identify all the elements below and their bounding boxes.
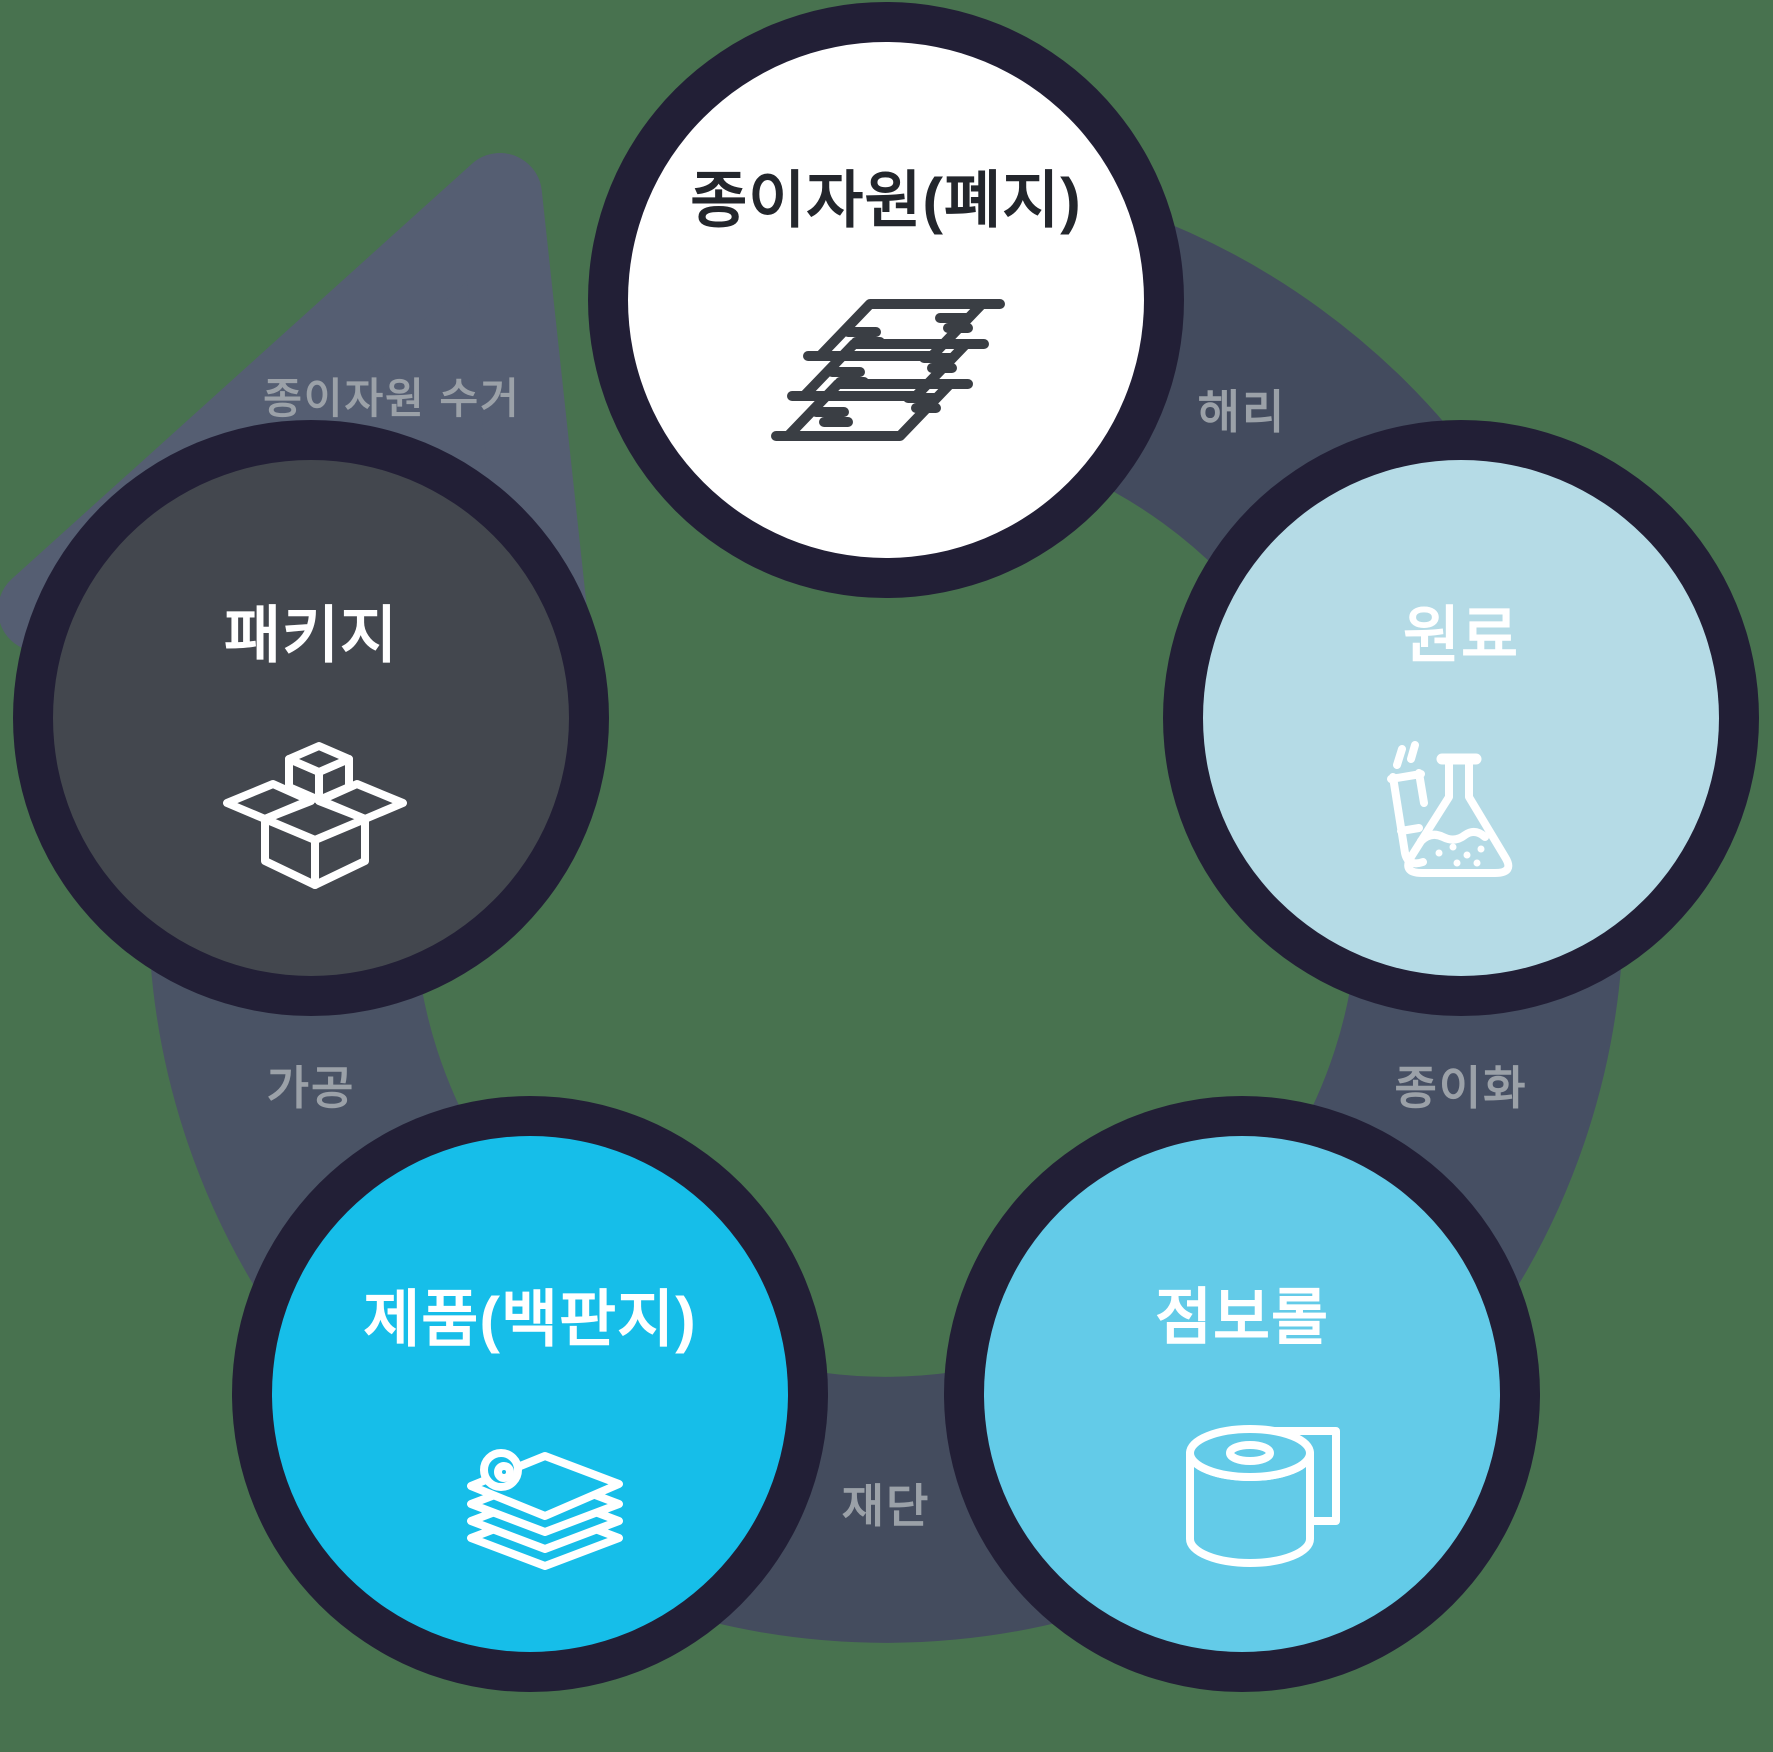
node-product: 제품(백판지) (272, 1136, 788, 1652)
step-label-dissolving: 해리 (1198, 386, 1287, 438)
step-label-processing: 가공 (267, 1062, 356, 1114)
node-paper-resource: 종이자원(폐지) (628, 42, 1144, 558)
node-jumbo-roll: 점보롤 (984, 1136, 1500, 1652)
node-label: 종이자원(폐지) (690, 166, 1082, 235)
paper-sheets-icon (467, 1449, 623, 1570)
step-labels: 해리 종이화 재단 가공 종이자원 수거 (263, 375, 1528, 1532)
node-circle (272, 1136, 788, 1652)
node-circle (984, 1136, 1500, 1652)
node-package: 패키지 (53, 460, 569, 976)
step-label-cutting: 재단 (842, 1480, 931, 1532)
node-circle (1203, 460, 1719, 976)
paper-stack-icon (771, 299, 1005, 441)
node-circle (53, 460, 569, 976)
step-label-papering: 종이화 (1395, 1062, 1528, 1114)
node-label: 제품(백판지) (363, 1285, 697, 1354)
open-box-icon (223, 742, 407, 889)
flask-icon (1387, 741, 1513, 877)
node-label: 원료 (1403, 601, 1519, 670)
node-label: 패키지 (224, 601, 398, 670)
node-raw-material: 원료 (1203, 460, 1719, 976)
paper-roll-icon (1186, 1425, 1340, 1567)
step-label-collection: 종이자원 수거 (263, 375, 521, 422)
node-label: 점보롤 (1155, 1283, 1329, 1352)
